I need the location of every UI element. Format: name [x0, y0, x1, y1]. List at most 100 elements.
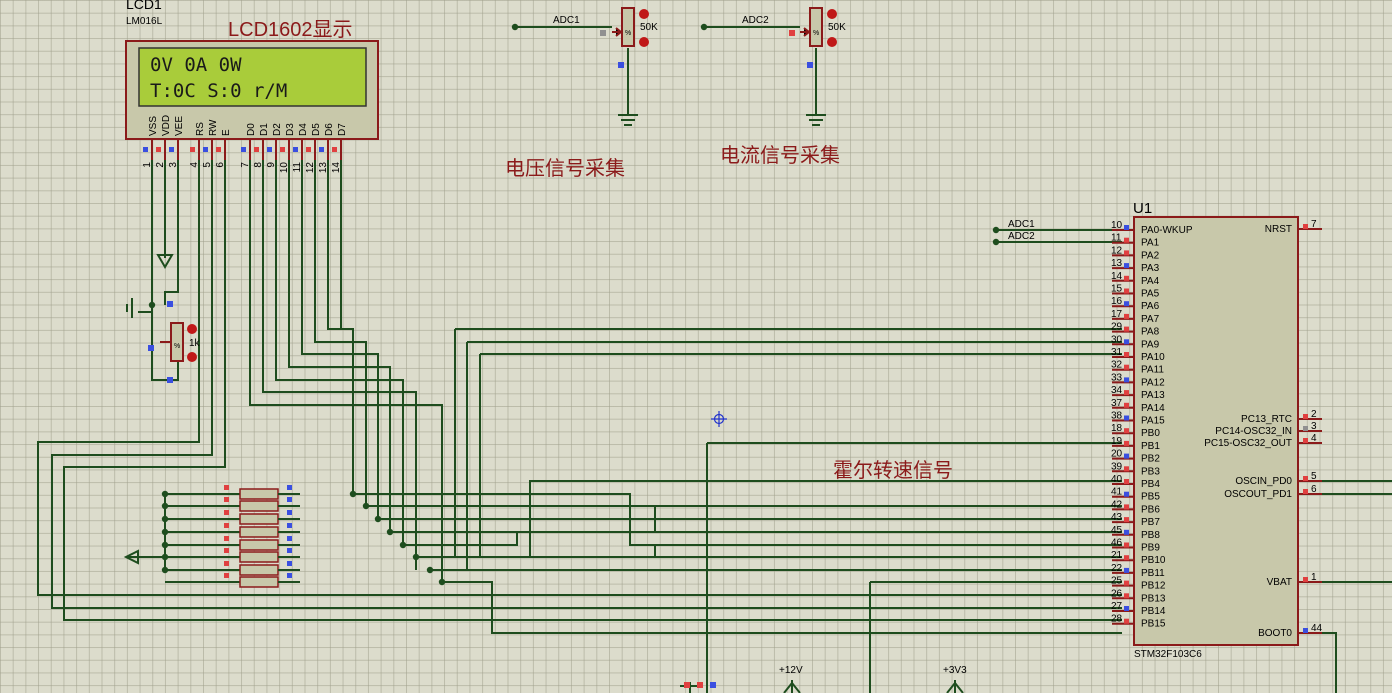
net-label-adc2-mcu: ADC2 [1008, 231, 1035, 242]
mcu-pin-label: PC14-OSC32_IN [1215, 426, 1292, 437]
mcu-pin-label: PA3 [1141, 263, 1160, 274]
resistor-pack[interactable] [165, 485, 300, 588]
wire-vss [138, 160, 153, 313]
mcu-pin-number: 3 [1311, 421, 1317, 432]
lcd-pin-label: D5 [311, 123, 322, 136]
lcd-pin-number: 9 [266, 162, 277, 168]
vdd-arrow [156, 254, 174, 269]
wire-rs [37, 160, 1122, 596]
mcu-pin-number: 17 [1111, 309, 1123, 320]
bottom-part-pins [684, 682, 716, 688]
power-12v-symbol [783, 680, 801, 693]
mcu-pin-number: 40 [1111, 474, 1123, 485]
lcd-pin-number: 1 [142, 162, 153, 168]
mcu-pin-number: 15 [1111, 284, 1123, 295]
pot-adc1[interactable]: ADC1 50K % [553, 7, 658, 68]
ground-symbols [123, 114, 826, 565]
battery-symbol [126, 298, 133, 318]
label-hall: 霍尔转速信号 [833, 459, 953, 482]
lcd-ref: LCD1 [126, 0, 162, 12]
mcu-right-pins: 7NRST2PC13_RTC3PC14-OSC32_IN4PC15-OSC32_… [1204, 219, 1322, 639]
wire-boot0 [1298, 632, 1337, 693]
lcd-screen [138, 47, 367, 107]
mcu-pin-label: PA13 [1141, 390, 1165, 401]
mcu-pin-number: 13 [1111, 258, 1123, 269]
mcu-pin-label: PB13 [1141, 593, 1166, 604]
wire-pb7b [403, 531, 1122, 546]
mcu-pin-number: 27 [1111, 601, 1123, 612]
lcd-pin-number: 5 [202, 162, 213, 168]
mcu-pin-label: PB3 [1141, 466, 1160, 477]
lcd-pin-number: 12 [305, 162, 316, 174]
lcd-model: LM016L [126, 16, 163, 27]
pot-adc2[interactable]: ADC2 50K % [742, 7, 846, 68]
mcu-pin-label: PA8 [1141, 327, 1160, 338]
wire-rw [51, 160, 1122, 609]
pot-contrast[interactable]: 1k % [148, 301, 201, 383]
net-label-adc1-mcu: ADC1 [1008, 219, 1035, 230]
mcu-pin-label: PA14 [1141, 403, 1165, 414]
wire-pb3 [416, 480, 1122, 558]
lcd-pin-number: 3 [168, 162, 179, 168]
wire-d4 [301, 160, 379, 519]
wire-d1 [262, 160, 417, 570]
mcu-pin-number: 22 [1111, 563, 1123, 574]
mcu-pin-label: NRST [1265, 224, 1292, 235]
mcu-pin-label: PA1 [1141, 238, 1160, 249]
mcu-pin-label: PA10 [1141, 352, 1165, 363]
wire-d3 [288, 160, 391, 532]
wire-hall [706, 442, 1122, 693]
mcu-pin-number: 11 [1111, 233, 1122, 244]
mcu-pin-number: 6 [1311, 484, 1317, 495]
mcu-pin-number: 41 [1111, 487, 1123, 498]
mcu-pin-number: 38 [1111, 411, 1123, 422]
power-33v-symbol [946, 680, 964, 693]
mcu-pin-number: 39 [1111, 461, 1123, 472]
mcu-pin-label: VBAT [1267, 577, 1292, 588]
label-current: 电流信号采集 [720, 144, 840, 167]
mcu-pin-number: 31 [1111, 347, 1123, 358]
mcu-pin-label: PB8 [1141, 530, 1160, 541]
mcu-pin-label: PB15 [1141, 619, 1166, 630]
lcd-pin-number: 13 [318, 162, 329, 174]
lcd-pins: VSS1VDD2VEE3RS4RW5E6D07D18D29D310D411D51… [142, 115, 348, 173]
mcu-pin-number: 21 [1111, 550, 1123, 561]
mcu-pin-number: 19 [1111, 436, 1123, 447]
mcu-pin-label: PB7 [1141, 517, 1160, 528]
pot1-value: 50K [640, 22, 658, 33]
wire-pa9 [466, 341, 1122, 570]
lcd-pin-label: D7 [337, 123, 348, 136]
mcu-pin-number: 10 [1111, 220, 1123, 231]
lcd-pin-label: D4 [298, 123, 309, 136]
mcu-pin-number: 30 [1111, 334, 1123, 345]
mcu-pin-label: OSCIN_PD0 [1235, 476, 1292, 487]
junctions [148, 23, 1000, 586]
mcu-pin-label: PA9 [1141, 339, 1160, 350]
power-12v: +12V [779, 665, 803, 676]
mcu-pin-number: 34 [1111, 385, 1123, 396]
lcd-pin-label: D0 [246, 123, 257, 136]
mcu-pin-label: PB0 [1141, 428, 1160, 439]
lcd-module[interactable]: LCD1 LM016L LCD1602显示 0V 0A 0W T:0C S:0 … [125, 0, 379, 173]
mcu-pin-number: 26 [1111, 588, 1123, 599]
mcu-pin-number: 33 [1111, 372, 1123, 383]
mcu-pin-label: PA0-WKUP [1141, 225, 1193, 236]
ground-pot1 [618, 114, 638, 126]
mcu-pin-label: OSCOUT_PD1 [1224, 489, 1292, 500]
mcu-pin-number: 37 [1111, 398, 1123, 409]
mcu-pin-number: 20 [1111, 449, 1123, 460]
pot3-value: 1k [189, 338, 201, 349]
power-3v3: +3V3 [943, 665, 967, 676]
mcu-pin-number: 7 [1311, 219, 1317, 230]
lcd-line-1: 0V 0A 0W [150, 54, 242, 76]
crosshair-icon [711, 411, 727, 427]
mcu-pin-number: 29 [1111, 322, 1123, 333]
pot2-value: 50K [828, 22, 846, 33]
wire-e [63, 160, 1122, 621]
wire-d5 [314, 160, 367, 506]
mcu-pin-label: PA6 [1141, 301, 1160, 312]
mcu-pin-label: PB4 [1141, 479, 1160, 490]
